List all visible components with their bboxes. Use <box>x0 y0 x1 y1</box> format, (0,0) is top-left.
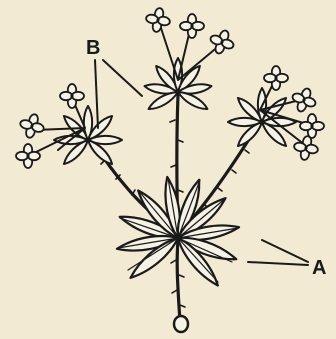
leader-b-right <box>103 60 142 96</box>
stem-base <box>174 316 188 332</box>
leader-a-lower <box>248 262 308 265</box>
label-a: A <box>312 257 326 279</box>
leader-a-upper <box>262 240 308 262</box>
label-b: B <box>86 37 100 59</box>
left-leaf-whorl <box>54 106 122 167</box>
leader-b-left <box>95 60 98 128</box>
